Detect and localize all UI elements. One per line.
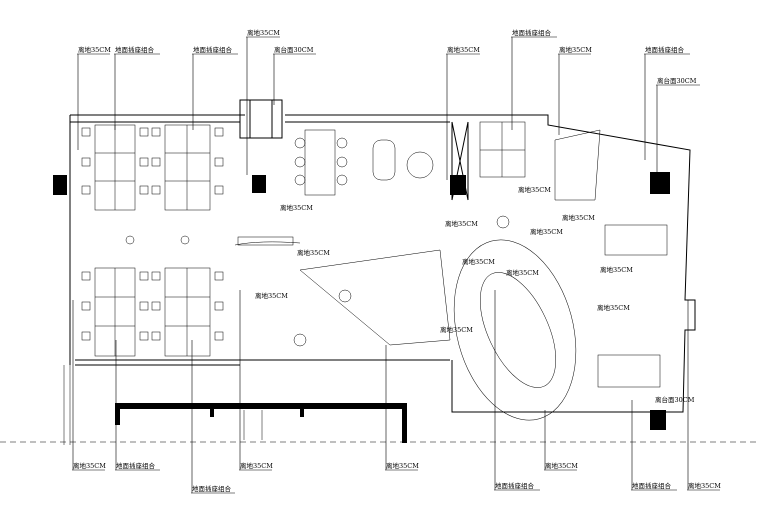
label: 地面插座组合 <box>512 28 552 37</box>
label: 离地35CM <box>447 45 480 54</box>
label: 地面插座组合 <box>632 481 672 490</box>
workstations <box>81 121 526 357</box>
furniture <box>125 129 668 421</box>
label: 离地35CM <box>559 45 592 54</box>
top-labels: 离地35CM 地面插座组合 地面插座组合 离地35CM 离台面30CM 离地35… <box>78 28 697 85</box>
label: 地面插座组合 <box>645 45 685 54</box>
label: 地面插座组合 <box>116 461 156 470</box>
label: 离地35CM <box>247 28 280 37</box>
label: 离台面30CM <box>655 395 695 404</box>
label: 地面插座组合 <box>193 45 233 54</box>
label: 离地35CM <box>462 257 495 266</box>
label: 离地35CM <box>73 461 106 470</box>
label: 离地35CM <box>297 248 330 257</box>
label: 地面插座组合 <box>495 481 535 490</box>
walls <box>0 99 760 445</box>
interior-labels: 离地35CM 离地35CM 离地35CM 离地35CM 离地35CM 离地35C… <box>255 185 695 404</box>
label: 离地35CM <box>240 461 273 470</box>
label: 离地35CM <box>386 461 419 470</box>
label: 离地35CM <box>255 291 288 300</box>
label: 离台面30CM <box>274 45 314 54</box>
label: 离地35CM <box>280 203 313 212</box>
label: 离地35CM <box>562 213 595 222</box>
label: 离地35CM <box>506 268 539 277</box>
label: 离地35CM <box>597 303 630 312</box>
label: 离地35CM <box>688 481 721 490</box>
label: 离地35CM <box>78 45 111 54</box>
label: 地面插座组合 <box>115 45 155 54</box>
label: 离地35CM <box>530 227 563 236</box>
label: 离地35CM <box>518 185 551 194</box>
label: 离地35CM <box>545 461 578 470</box>
leader-lines <box>72 36 720 494</box>
label: 离地35CM <box>600 265 633 274</box>
label: 离台面30CM <box>657 76 697 85</box>
label: 地面插座组合 <box>192 484 232 493</box>
bottom-labels: 离地35CM 地面插座组合 地面插座组合 离地35CM 离地35CM 地面插座组… <box>73 461 721 493</box>
columns <box>53 172 670 430</box>
label: 离地35CM <box>440 325 473 334</box>
label: 离地35CM <box>445 219 478 228</box>
